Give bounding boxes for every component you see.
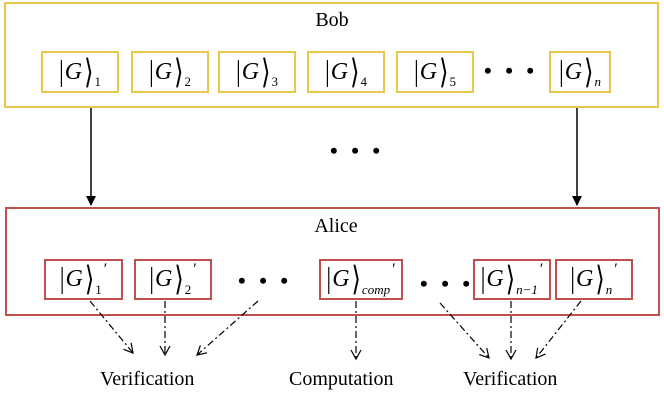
bob-state-n-subscript: n xyxy=(594,74,602,89)
bob-frame xyxy=(4,2,659,108)
alice-state-comp: |G⟩comp′ xyxy=(319,259,403,300)
arrow-ellipsis-to-verification xyxy=(196,300,259,356)
middle-ellipsis: • • • xyxy=(330,138,385,163)
bob-state-1-subscript: 1 xyxy=(94,74,102,89)
bob-state-4-symbol: G xyxy=(330,58,349,85)
alice-state-1: |G⟩1′ xyxy=(44,259,123,300)
alice-ellipsis-right: • • • xyxy=(420,271,475,296)
bob-state-4: |G⟩4 xyxy=(307,51,385,93)
alice-state-n-subscript: n xyxy=(605,281,613,297)
verification-label-right: Verification xyxy=(463,368,558,390)
alice-state-n-prime: ′ xyxy=(614,260,618,278)
verification-label-left: Verification xyxy=(100,368,195,390)
bob-state-n: |G⟩n xyxy=(549,51,611,93)
bob-state-3-symbol: G xyxy=(241,58,260,85)
arrow-alice-n-to-verification xyxy=(535,300,582,359)
bob-state-1-symbol: G xyxy=(64,58,83,85)
bob-state-1: |G⟩1 xyxy=(41,51,119,93)
alice-ellipsis-left: • • • xyxy=(238,268,293,293)
alice-title: Alice xyxy=(314,215,358,237)
alice-state-n-symbol: G xyxy=(576,266,594,292)
bob-state-4-subscript: 4 xyxy=(360,74,368,89)
alice-state-1-prime: ′ xyxy=(103,260,108,278)
arrow-alice1-to-verification xyxy=(89,300,134,354)
bob-state-5: |G⟩5 xyxy=(396,51,474,93)
arrow-ellipsis-to-verification-right xyxy=(439,302,490,359)
alice-state-2-prime: ′ xyxy=(193,260,197,278)
bob-state-2-symbol: G xyxy=(154,58,173,85)
computation-label: Computation xyxy=(289,368,394,390)
bob-state-2: |G⟩2 xyxy=(131,51,209,93)
alice-state-n-minus-1-subscript: n−1 xyxy=(516,281,538,297)
alice-state-comp-subscript: comp xyxy=(361,281,391,297)
bob-ellipsis: • • • xyxy=(484,58,539,83)
bob-state-5-subscript: 5 xyxy=(449,74,457,89)
alice-frame xyxy=(5,207,660,316)
alice-state-2: |G⟩2′ xyxy=(134,259,212,300)
alice-state-n-minus-1-prime: ′ xyxy=(539,260,544,278)
bob-state-2-subscript: 2 xyxy=(184,74,192,89)
alice-state-n-minus-1: |G⟩n−1′ xyxy=(473,259,551,300)
alice-state-2-symbol: G xyxy=(155,266,173,292)
alice-state-1-symbol: G xyxy=(65,266,83,292)
bob-state-3: |G⟩3 xyxy=(218,51,296,93)
alice-state-n-minus-1-symbol: G xyxy=(486,266,504,292)
alice-state-comp-symbol: G xyxy=(332,266,350,292)
alice-state-2-subscript: 2 xyxy=(184,281,192,297)
bob-state-5-symbol: G xyxy=(419,58,438,85)
bob-state-n-symbol: G xyxy=(564,58,583,85)
bob-title: Bob xyxy=(315,9,349,31)
alice-state-1-subscript: 1 xyxy=(95,281,102,297)
alice-state-n: |G⟩n′ xyxy=(555,259,633,300)
alice-state-comp-prime: ′ xyxy=(392,260,396,278)
bob-state-3-subscript: 3 xyxy=(271,74,279,89)
